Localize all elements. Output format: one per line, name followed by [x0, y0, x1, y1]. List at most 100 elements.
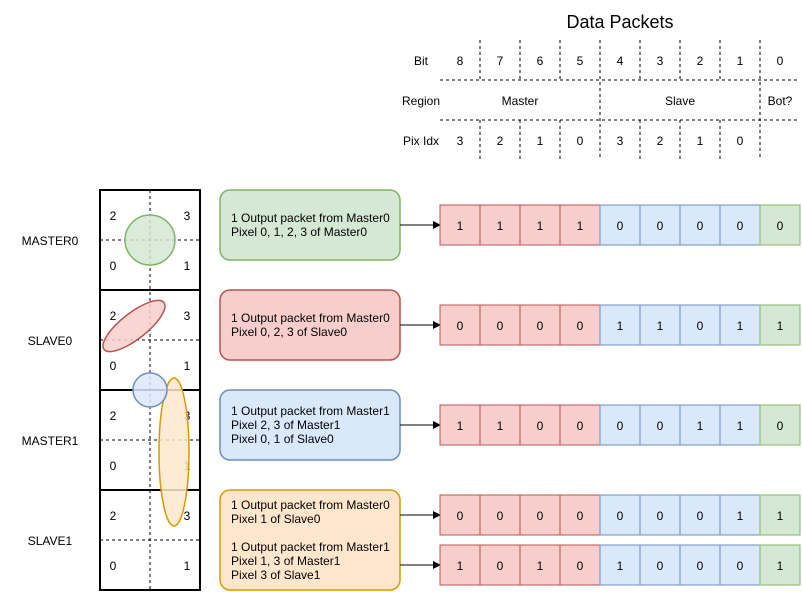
packet-bit-value: 1 — [617, 559, 624, 573]
packet-bit-cell — [479, 304, 521, 346]
packet-bit-value: 0 — [737, 219, 744, 233]
packet-bit-cell — [479, 544, 521, 586]
packet-bit-value: 0 — [497, 559, 504, 573]
packet-bit-value: 0 — [777, 419, 784, 433]
master0-pixels-highlight — [124, 214, 176, 266]
quadrant-number: 3 — [184, 209, 191, 223]
packet-bit-value: 1 — [657, 319, 664, 333]
quadrant-number: 1 — [184, 559, 191, 573]
packet-bit-value: 1 — [537, 559, 544, 573]
bit-number: 0 — [777, 54, 784, 68]
sensor-label-slave1: SLAVE1 — [28, 534, 73, 548]
bit-number: 8 — [457, 54, 464, 68]
quadrant-number: 0 — [110, 359, 117, 373]
description-text: Pixel 3 of Slave1 — [231, 568, 321, 582]
description-text: Pixel 0, 2, 3 of Slave0 — [231, 325, 347, 339]
region-row-label: Region — [402, 94, 440, 108]
description-text: 1 Output packet from Master0 — [231, 311, 390, 325]
packet-bit-cell — [519, 404, 561, 446]
diagram-title: Data Packets — [566, 12, 673, 32]
packet-bit-value: 1 — [497, 219, 504, 233]
quadrant-number: 3 — [184, 309, 191, 323]
bit-row-label: Bit — [414, 54, 429, 68]
packet-bit-cell — [599, 544, 641, 586]
packet-bit-value: 0 — [577, 509, 584, 523]
region-master-label: Master — [502, 94, 539, 108]
bit-number: 1 — [737, 54, 744, 68]
packet-bit-cell — [479, 404, 521, 446]
packet-bit-value: 0 — [657, 559, 664, 573]
packet-bit-value: 1 — [737, 509, 744, 523]
packet-bit-cell — [599, 494, 641, 536]
master1-slave0-pixels-highlight — [132, 372, 168, 408]
packet-bit-value: 0 — [457, 319, 464, 333]
bit-number: 6 — [537, 54, 544, 68]
bit-number: 4 — [617, 54, 624, 68]
packet-bit-value: 0 — [697, 319, 704, 333]
packet-bit-cell — [479, 494, 521, 536]
packet-bit-cell — [719, 544, 761, 586]
packet-bit-cell — [679, 544, 721, 586]
packet-bit-cell — [639, 404, 681, 446]
packet-bit-value: 1 — [457, 559, 464, 573]
packet-bit-value: 0 — [697, 219, 704, 233]
packet-bit-value: 0 — [617, 419, 624, 433]
packet-bit-value: 1 — [537, 219, 544, 233]
packet-bit-value: 0 — [497, 509, 504, 523]
packet-bit-value: 0 — [657, 419, 664, 433]
packet-bit-value: 1 — [777, 509, 784, 523]
packet-bit-value: 0 — [617, 509, 624, 523]
packet-bit-value: 1 — [697, 419, 704, 433]
packet-bit-cell — [519, 304, 561, 346]
sensor-label-master0: MASTER0 — [22, 234, 79, 248]
pix-idx-number: 1 — [697, 134, 704, 148]
description-text: Pixel 1 of Slave0 — [231, 512, 321, 526]
sensor-label-slave0: SLAVE0 — [28, 334, 73, 348]
quadrant-number: 2 — [110, 209, 117, 223]
pix-idx-number: 3 — [457, 134, 464, 148]
quadrant-number: 2 — [110, 309, 117, 323]
pix-idx-number: 2 — [497, 134, 504, 148]
quadrant-number: 2 — [110, 509, 117, 523]
packet-bit-value: 0 — [697, 509, 704, 523]
packet-bit-cell — [599, 304, 641, 346]
description-text: Pixel 0, 1 of Slave0 — [231, 432, 334, 446]
packet-bit-value: 0 — [457, 509, 464, 523]
packet-bit-cell — [519, 544, 561, 586]
description-text: 1 Output packet from Master1 — [231, 540, 390, 554]
bit-number: 7 — [497, 54, 504, 68]
packet-bit-value: 1 — [617, 319, 624, 333]
quadrant-number: 1 — [184, 359, 191, 373]
pix-idx-number: 1 — [537, 134, 544, 148]
description-text: 1 Output packet from Master0 — [231, 211, 390, 225]
description-text: Pixel 2, 3 of Master1 — [231, 418, 341, 432]
packet-bit-cell — [639, 304, 681, 346]
packet-bit-value: 1 — [737, 319, 744, 333]
sensor-label-master1: MASTER1 — [22, 434, 79, 448]
slave0-pixels-highlight — [102, 299, 166, 353]
packet-bit-cell — [599, 404, 641, 446]
packet-bit-value: 0 — [737, 559, 744, 573]
description-text: 1 Output packet from Master1 — [231, 404, 390, 418]
packet-bit-value: 1 — [737, 419, 744, 433]
packet-bit-value: 0 — [617, 219, 624, 233]
packet-bit-value: 0 — [497, 319, 504, 333]
pix-idx-number: 0 — [737, 134, 744, 148]
pix-idx-number: 0 — [577, 134, 584, 148]
packet-bit-value: 0 — [577, 319, 584, 333]
packet-bit-cell — [759, 304, 801, 346]
quadrant-number: 0 — [110, 259, 117, 273]
packet-bit-value: 0 — [537, 509, 544, 523]
packet-bit-cell — [559, 204, 601, 246]
pix-idx-row-label: Pix Idx — [403, 134, 439, 148]
packet-bit-value: 1 — [777, 559, 784, 573]
pixel-highlights — [102, 214, 190, 527]
packet-bit-value: 1 — [497, 419, 504, 433]
packet-bit-value: 0 — [577, 559, 584, 573]
